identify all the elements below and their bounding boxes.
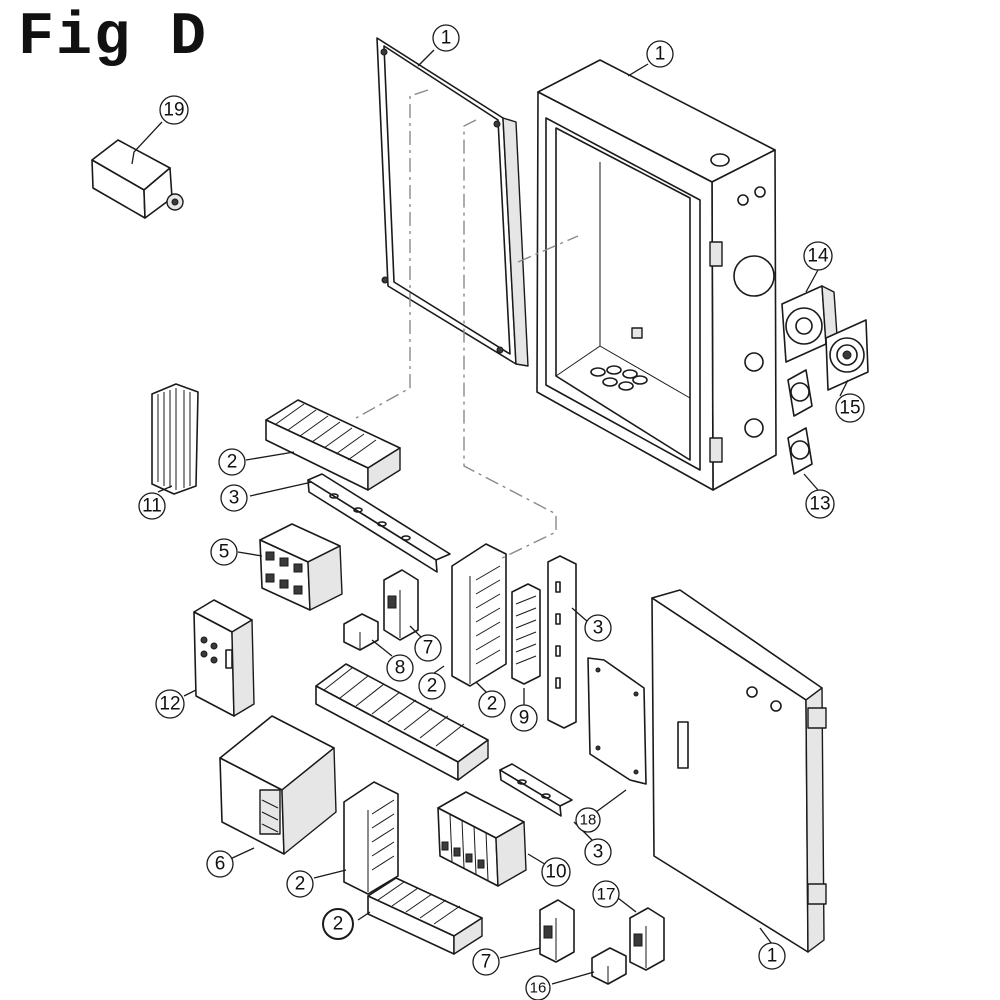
callout-8: 8 — [386, 654, 414, 682]
svg-text:2: 2 — [427, 676, 438, 697]
transformer — [219, 715, 337, 855]
wire-duct-upper — [265, 399, 401, 491]
callout-1-enclosure: 1 — [646, 40, 674, 68]
callout-12: 12 — [155, 689, 185, 719]
svg-text:19: 19 — [163, 100, 184, 121]
figure-title: Fig D — [18, 4, 209, 72]
callout-6: 6 — [206, 850, 234, 878]
callout-2-upper-duct: 2 — [218, 448, 246, 476]
din-rail-vertical — [547, 555, 577, 729]
svg-text:6: 6 — [215, 854, 226, 875]
motor-drive — [193, 599, 255, 717]
callout-10: 10 — [541, 857, 571, 887]
contactor — [259, 523, 343, 611]
enclosure-body — [536, 59, 777, 491]
small-block-16 — [591, 947, 627, 985]
svg-text:12: 12 — [159, 694, 180, 715]
callout-2-vertical-mid: 2 — [478, 690, 506, 718]
svg-text:2: 2 — [333, 914, 344, 935]
callout-1-cover: 1 — [432, 24, 460, 52]
callout-18: 18 — [575, 807, 601, 833]
svg-text:3: 3 — [229, 488, 240, 509]
svg-text:8: 8 — [395, 658, 406, 679]
svg-text:2: 2 — [487, 694, 498, 715]
limit-switch — [91, 139, 184, 219]
callout-1-door: 1 — [758, 942, 786, 970]
callout-9: 9 — [510, 704, 538, 732]
din-rail-long — [307, 473, 451, 573]
callout-2-vertical-lower: 2 — [286, 870, 314, 898]
circuit-breaker-group — [437, 791, 527, 887]
svg-text:18: 18 — [580, 812, 597, 829]
callout-3-vertical-rail: 3 — [584, 614, 612, 642]
svg-text:5: 5 — [219, 542, 230, 563]
svg-text:15: 15 — [839, 398, 860, 419]
callout-14: 14 — [803, 241, 833, 271]
svg-text:3: 3 — [593, 618, 604, 639]
enclosure-cover-panel — [376, 37, 529, 367]
svg-text:16: 16 — [530, 980, 547, 997]
svg-text:2: 2 — [295, 874, 306, 895]
relay-lower — [539, 899, 575, 963]
callout-19: 19 — [159, 95, 189, 125]
assembly-guide-lines — [355, 89, 579, 561]
callout-17: 17 — [592, 880, 620, 908]
wire-duct-long-center — [315, 663, 489, 781]
svg-text:3: 3 — [593, 842, 604, 863]
callout-16: 16 — [525, 975, 551, 1000]
wire-duct-vertical-lower — [343, 781, 399, 895]
cooling-fan — [781, 285, 839, 363]
svg-text:7: 7 — [423, 638, 434, 659]
relay-upper — [383, 569, 419, 641]
callout-3-short-rail: 3 — [584, 838, 612, 866]
svg-text:1: 1 — [441, 28, 452, 49]
callout-15: 15 — [835, 393, 865, 423]
knockout-holes — [590, 365, 648, 391]
callout-2-center: 2 — [418, 672, 446, 700]
callout-7-upper: 7 — [414, 634, 442, 662]
svg-text:11: 11 — [142, 496, 162, 517]
svg-text:1: 1 — [767, 946, 778, 967]
cable-gland-lower — [787, 427, 813, 475]
cable-gland-upper — [787, 369, 813, 417]
mounting-plate — [587, 657, 647, 785]
svg-text:2: 2 — [227, 452, 238, 473]
fan-grille — [825, 319, 869, 391]
wire-duct-vertical-mid — [451, 543, 507, 687]
din-rail-short — [499, 763, 573, 817]
callout-7-lower: 7 — [472, 948, 500, 976]
svg-text:14: 14 — [807, 246, 829, 267]
svg-text:17: 17 — [597, 885, 616, 904]
callout-11: 11 — [138, 492, 166, 520]
svg-text:1: 1 — [655, 44, 666, 65]
wire-duct-bottom — [367, 877, 483, 955]
callout-13: 13 — [805, 489, 835, 519]
leader-lines — [131, 49, 849, 985]
small-relay — [343, 613, 379, 651]
callouts: 1 1 19 14 15 13 2 3 11 5 7 8 2 2 9 3 12 … — [138, 24, 865, 1000]
callout-3-long-rail: 3 — [220, 484, 248, 512]
svg-text:7: 7 — [481, 952, 492, 973]
relay-17 — [629, 907, 665, 971]
enclosure-door — [651, 589, 827, 953]
callout-5: 5 — [210, 538, 238, 566]
svg-text:9: 9 — [519, 708, 530, 729]
terminal-block — [511, 583, 541, 685]
callout-2-bottom: 2 — [322, 908, 354, 940]
heatsink — [151, 383, 199, 495]
svg-text:13: 13 — [809, 494, 830, 515]
svg-text:10: 10 — [545, 862, 566, 883]
